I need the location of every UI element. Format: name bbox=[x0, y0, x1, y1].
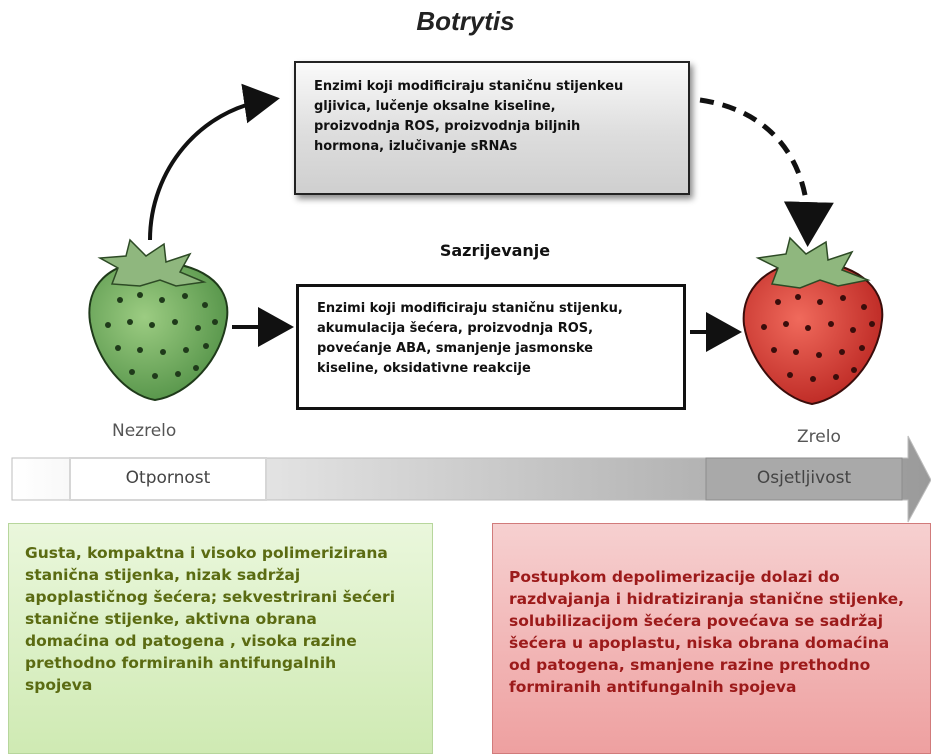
resistance-description-line: domaćina od patogena , visoka razine bbox=[25, 632, 357, 650]
susceptibility-description-panel: Postupkom depolimerizacije dolazi do raz… bbox=[492, 523, 931, 754]
ripening-factors-line: akumulacija šećera, proizvodnja ROS, bbox=[317, 321, 594, 336]
botrytis-factors-line: Enzimi koji modificiraju staničnu stijen… bbox=[314, 79, 624, 94]
botrytis-factors-line: hormona, izlučivanje sRNAs bbox=[314, 139, 518, 154]
ripening-factors-line: Enzimi koji modificiraju staničnu stijen… bbox=[317, 301, 623, 316]
arrow-unripe-to-botrytis bbox=[148, 83, 280, 241]
ripening-factors-box: Enzimi koji modificiraju staničnu stijen… bbox=[296, 284, 686, 410]
ripening-heading: Sazrijevanje bbox=[439, 241, 551, 260]
resistance-description-line: stanična stijenka, nizak sadržaj bbox=[25, 566, 301, 584]
resistance-description-line: prethodno formiranih antifungalnih bbox=[25, 654, 337, 672]
resistance-description-line: spojeva bbox=[25, 676, 93, 694]
susceptibility-description-line: solubilizacijom šećera povećava se sadrž… bbox=[509, 612, 884, 630]
ripening-factors-line: povećanje ABA, smanjenje jasmonske bbox=[317, 341, 593, 356]
susceptibility-description-line: Postupkom depolimerizacije dolazi do bbox=[509, 568, 840, 586]
susceptibility-gradient-arrow bbox=[11, 435, 931, 523]
ripening-factors-line: kiseline, oksidativne reakcije bbox=[317, 361, 531, 376]
susceptibility-description-line: razdvajanja i hidratiziranja stanične st… bbox=[509, 590, 905, 608]
resistance-label: Otpornost bbox=[125, 468, 211, 488]
botrytis-factors-line: proizvodnja ROS, proizvodnja biljnih bbox=[314, 119, 581, 134]
ripe-strawberry-icon bbox=[742, 236, 884, 406]
resistance-description-line: Gusta, kompaktna i visoko polimerizirana bbox=[25, 544, 388, 562]
susceptibility-description-line: formiranih antifungalnih spojeva bbox=[509, 678, 797, 696]
resistance-description-panel: Gusta, kompaktna i visoko polimerizirana… bbox=[8, 523, 433, 754]
susceptibility-description-line: od patogena, smanjene razine prethodno bbox=[509, 656, 871, 674]
diagram-title: Botrytis bbox=[416, 6, 515, 36]
susceptibility-description-line: šećera u apoplastu, niska obrana domaćin… bbox=[509, 634, 890, 652]
unripe-label: Nezrelo bbox=[112, 421, 177, 441]
unripe-strawberry-icon bbox=[88, 238, 229, 402]
botrytis-factors-box: Enzimi koji modificiraju staničnu stijen… bbox=[294, 61, 690, 195]
ripe-label: Zrelo bbox=[797, 427, 841, 447]
arrow-botrytis-to-ripe-dashed bbox=[699, 97, 834, 247]
botrytis-factors-line: gljivica, lučenje oksalne kiseline, bbox=[314, 99, 556, 114]
resistance-description-line: apoplastičnog šećera; sekvestrirani šeće… bbox=[25, 588, 396, 606]
susceptibility-label: Osjetljivost bbox=[756, 468, 852, 488]
resistance-description-line: stanične stijenke, aktivna obrana bbox=[25, 610, 317, 628]
